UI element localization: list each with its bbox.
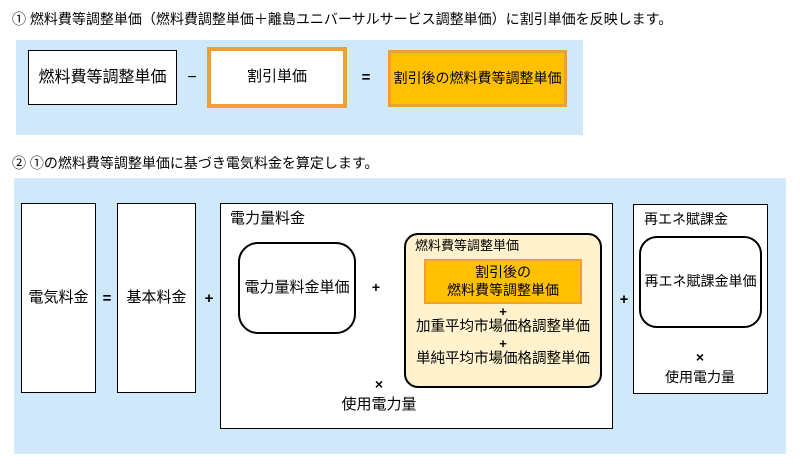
renewable-levy-unit-price-box: 再エネ賦課金単価 [639, 236, 762, 328]
discounted-line1: 割引後の [475, 264, 531, 280]
weighted-average-market-price-adjustment: 加重平均市場価格調整単価 [416, 319, 590, 335]
plus-operator: + [619, 290, 629, 308]
renewable-levy-group-box: 再エネ賦課金 再エネ賦課金単価 × 使用電力量 [633, 204, 768, 394]
discounted-fuel-adjustment-unit-price-box: 割引後の燃料費等調整単価 [388, 50, 567, 107]
step2-heading: ② ①の燃料費等調整単価に基づき電気料金を算定します。 [12, 155, 379, 171]
minus-operator: − [187, 68, 197, 86]
power-usage-label: 使用電力量 [665, 369, 735, 385]
plus-operator: + [499, 304, 507, 319]
discounted-line2: 燃料費等調整単価 [447, 281, 559, 298]
equals-operator: = [361, 69, 371, 86]
renewable-levy-title: 再エネ賦課金 [644, 211, 728, 227]
fuel-adjustment-group-title: 燃料費等調整単価 [415, 238, 520, 253]
equals-operator: = [102, 289, 112, 307]
step1-heading: ① 燃料費等調整単価（燃料費調整単価＋離島ユニバーサルサービス調整単価）に割引単… [12, 11, 673, 27]
plus-operator: + [499, 336, 507, 351]
energy-charge-group-box: 電力量料金 電力量料金単価 + 燃料費等調整単価 割引後の 燃料費等調整単価 +… [220, 203, 613, 429]
step2-panel: 電気料金 = 基本料金 + 電力量料金 電力量料金単価 + 燃料費等調整単価 割… [14, 178, 786, 454]
plus-operator: + [204, 289, 214, 307]
energy-unit-price-box: 電力量料金単価 [238, 242, 356, 334]
electricity-charge-box: 電気料金 [21, 203, 96, 393]
basic-charge-box: 基本料金 [117, 203, 196, 393]
simple-average-market-price-adjustment: 単純平均市場価格調整単価 [416, 351, 590, 367]
plus-operator: + [371, 279, 381, 296]
power-usage-label: 使用電力量 [341, 396, 417, 413]
fuel-adjustment-unit-price-box: 燃料費等調整単価 [28, 50, 177, 105]
step1-panel: 燃料費等調整単価 − 割引単価 = 割引後の燃料費等調整単価 [16, 40, 583, 135]
times-operator: × [695, 349, 705, 365]
times-operator: × [374, 376, 384, 392]
discounted-fuel-adjustment-unit-price-box: 割引後の 燃料費等調整単価 [424, 259, 582, 304]
fuel-adjustment-group-box: 燃料費等調整単価 割引後の 燃料費等調整単価 + 加重平均市場価格調整単価 + … [404, 233, 602, 388]
discount-unit-price-box: 割引単価 [207, 47, 347, 108]
energy-charge-title: 電力量料金 [230, 210, 306, 227]
